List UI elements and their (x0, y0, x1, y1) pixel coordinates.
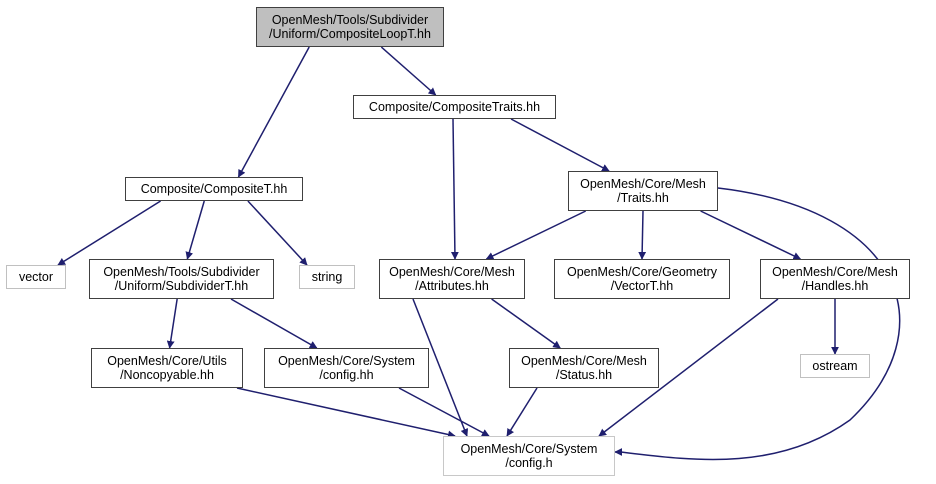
edge-composite_traits-to-core_traits (510, 118, 610, 172)
edge-core_traits-to-handles (700, 210, 802, 260)
graph-node-vectort[interactable]: OpenMesh/Core/Geometry /VectorT.hh (554, 259, 730, 299)
edge-composite_traits-to-attributes (451, 118, 459, 260)
graph-node-ostream[interactable]: ostream (800, 354, 870, 378)
edge-composite_t-to-subdivider_t (185, 200, 205, 260)
graph-node-config_hh[interactable]: OpenMesh/Core/System /config.hh (264, 348, 429, 388)
graph-node-core_traits[interactable]: OpenMesh/Core/Mesh /Traits.hh (568, 171, 718, 211)
edge-status-to-config_h (506, 387, 538, 437)
graph-node-status[interactable]: OpenMesh/Core/Mesh /Status.hh (509, 348, 659, 388)
edge-noncopyable-to-config_h (236, 387, 456, 439)
graph-node-composite_t[interactable]: Composite/CompositeT.hh (125, 177, 303, 201)
graph-node-string[interactable]: string (299, 265, 355, 289)
graph-node-subdivider_t[interactable]: OpenMesh/Tools/Subdivider /Uniform/Subdi… (89, 259, 274, 299)
graph-node-vector[interactable]: vector (6, 265, 66, 289)
graph-node-attributes[interactable]: OpenMesh/Core/Mesh /Attributes.hh (379, 259, 525, 299)
edge-subdivider_t-to-noncopyable (166, 298, 178, 349)
graph-node-handles[interactable]: OpenMesh/Core/Mesh /Handles.hh (760, 259, 910, 299)
edge-composite_t-to-string (247, 200, 308, 266)
graph-node-noncopyable[interactable]: OpenMesh/Core/Utils /Noncopyable.hh (91, 348, 243, 388)
edge-config_hh-to-config_h (398, 387, 490, 437)
edge-core_traits-to-config_h (614, 187, 901, 461)
graph-node-root[interactable]: OpenMesh/Tools/Subdivider /Uniform/Compo… (256, 7, 444, 47)
edge-core_traits-to-attributes (485, 210, 587, 260)
edge-core_traits-to-vectort (638, 210, 647, 260)
edge-root-to-composite_t (237, 46, 310, 178)
edge-composite_t-to-vector (57, 200, 161, 266)
edge-root-to-composite_traits (380, 46, 437, 96)
graph-node-composite_traits[interactable]: Composite/CompositeTraits.hh (353, 95, 556, 119)
edge-subdivider_t-to-config_hh (230, 298, 318, 349)
edge-attributes-to-status (491, 298, 561, 349)
graph-node-config_h[interactable]: OpenMesh/Core/System /config.h (443, 436, 615, 476)
